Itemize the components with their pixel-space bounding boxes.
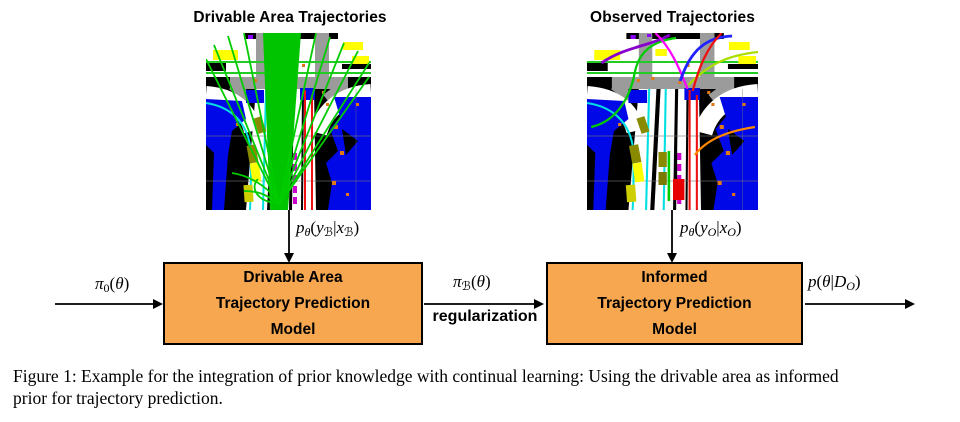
prior-input-arrow-icon	[55, 299, 163, 309]
drivable-likelihood-arrow-icon	[284, 210, 294, 263]
observed-map-image	[587, 33, 758, 210]
informed-prior-label: πℬ(θ)	[453, 272, 491, 293]
drivable-area-trajectory-fan	[206, 33, 370, 210]
initial-prior-label: π0(θ)	[95, 274, 130, 295]
box-line: Model	[270, 320, 316, 338]
informed-model-box: Informed Trajectory Prediction Model	[546, 262, 803, 345]
drivable-likelihood-label: pθ(yℬ|xℬ)	[296, 218, 360, 239]
posterior-label: p(θ|DO)	[808, 272, 861, 293]
regularization-label: regularization	[432, 308, 538, 325]
caption-line: prior for trajectory prediction.	[13, 388, 223, 408]
box-line: Drivable Area	[243, 268, 343, 286]
regularization-arrow-icon	[424, 299, 544, 309]
observed-trajectory-lines	[590, 33, 758, 201]
drivable-area-title: Drivable Area Trajectories	[193, 9, 387, 26]
observed-trajectories-title: Observed Trajectories	[590, 9, 755, 26]
box-line: Trajectory Prediction	[597, 294, 752, 312]
box-line: Trajectory Prediction	[215, 294, 371, 312]
figure-caption: Figure 1: Example for the integration of…	[13, 365, 953, 409]
observed-likelihood-arrow-icon	[667, 210, 677, 263]
drivable-area-model-box: Drivable Area Trajectory Prediction Mode…	[163, 262, 423, 345]
box-line: Model	[652, 320, 697, 338]
box-line: Informed	[641, 268, 708, 286]
observed-likelihood-label: pθ(yO|xO)	[680, 218, 742, 239]
posterior-output-arrow-icon	[805, 299, 915, 309]
drivable-area-map-image	[206, 33, 371, 210]
caption-line: Figure 1: Example for the integration of…	[13, 366, 839, 386]
